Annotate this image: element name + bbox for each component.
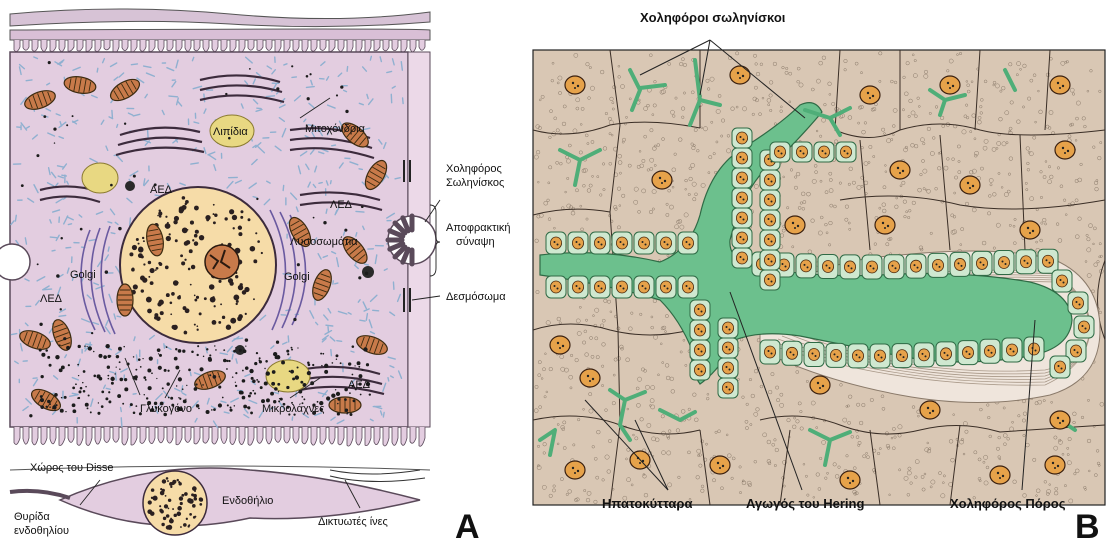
label-desmosome: Δεσμόσωμα <box>446 291 506 303</box>
reticular-fibers-lines <box>330 470 425 482</box>
label-golgi-left: Golgi <box>70 269 96 281</box>
label-lysosomes: Λυσοσωμάτια <box>290 236 358 248</box>
bile-canaliculus <box>388 216 436 264</box>
label-aed-right: ΑΕΔ <box>348 379 371 391</box>
label-hepatocytes: Ηπατοκύτταρα <box>602 496 692 511</box>
label-bile-canaliculi: Χοληφόροι σωληνίσκοι <box>640 10 786 25</box>
label-hering-canal: Αγωγός του Hering <box>746 496 864 511</box>
microvilli-top <box>10 29 430 40</box>
label-led-left: ΛΕΔ <box>40 293 63 305</box>
label-aed-top: ΑΕΔ <box>150 184 173 196</box>
top-endothelial-lining <box>10 9 430 27</box>
panel-a-letter: A <box>455 508 480 542</box>
label-mitochondria: Μιτοχόνδρια <box>305 123 366 135</box>
label-lipids: Λιπίδια <box>213 126 248 138</box>
nucleus <box>120 187 276 343</box>
panel-b-letter: B <box>1075 508 1100 542</box>
label-golgi-right: Golgi <box>284 271 310 283</box>
label-tight-junction-1: Αποφρακτική <box>446 222 511 234</box>
bile-canaliculus-left <box>0 244 30 280</box>
label-disse-space: Χώρος του Disse <box>30 462 114 474</box>
label-fenestra-1: Θυρίδα <box>14 511 50 523</box>
microvilli-bottom-projections <box>14 427 425 446</box>
panel-a: Λιπίδια Μιτοχόνδρια ΑΕΔ ΛΕΔ Λυσοσωμάτια … <box>0 9 511 542</box>
label-bile-duct: Χοληφόρος Πόρος <box>950 496 1066 511</box>
label-bile-canaliculus-1: Χοληφόρος <box>446 163 502 175</box>
label-endothelium: Ενδοθήλιο <box>222 495 273 507</box>
label-glycogen: Γλυκογόνο <box>140 403 192 415</box>
panel-b: Χοληφόροι σωληνίσκοι Ηπατοκύτταρα Αγωγός… <box>533 10 1105 542</box>
label-fenestra-2: ενδοθηλίου <box>14 525 69 537</box>
label-bile-canaliculus-2: Σωληνίσκος <box>446 177 504 189</box>
label-reticular-fibers: Δικτυωτές ίνες <box>318 516 388 528</box>
label-microvilli: Μικρολάχνες <box>262 403 324 415</box>
endothelium-left-edge <box>10 491 70 498</box>
label-led-top: ΛΕΔ <box>330 199 353 211</box>
label-tight-junction-2: σύναψη <box>456 236 495 248</box>
